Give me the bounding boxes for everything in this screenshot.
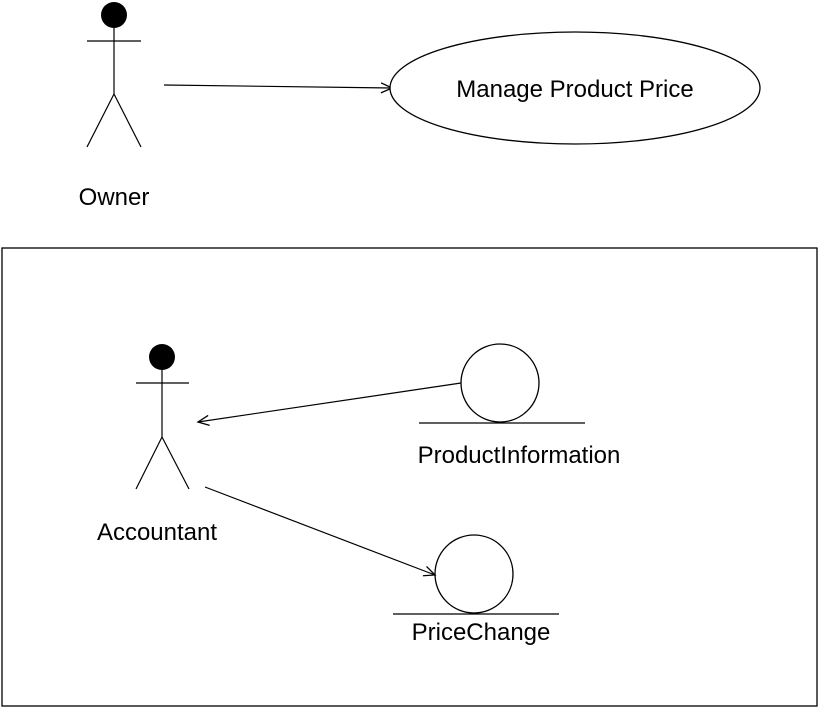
accountant-left-leg [135, 436, 163, 490]
accountant-actor: Accountant [97, 344, 217, 546]
use-case-label: Manage Product Price [456, 76, 693, 103]
owner-right-leg [113, 93, 142, 148]
use-case-manage-product-price: Manage Product Price [389, 31, 761, 145]
entity-circle [460, 343, 540, 423]
accountant-to-price-change-arrow [204, 486, 437, 577]
accountant-label: Accountant [97, 519, 217, 546]
entity-label: ProductInformation [418, 442, 621, 469]
accountant-right-leg [161, 436, 190, 490]
owner-head [101, 2, 127, 28]
owner-left-leg [86, 93, 115, 148]
owner-association-arrow [163, 82, 394, 94]
use-case-ellipse [389, 31, 761, 145]
entity-product-information: ProductInformation [418, 343, 621, 469]
owner-label: Owner [79, 184, 150, 211]
owner-actor: Owner [79, 2, 150, 211]
entity-price-change: PriceChange [393, 534, 559, 646]
product-information-to-accountant-arrow [196, 382, 462, 426]
entity-label: PriceChange [412, 619, 551, 646]
system-boundary [1, 247, 818, 707]
accountant-head [149, 344, 175, 370]
entity-circle [434, 534, 514, 614]
